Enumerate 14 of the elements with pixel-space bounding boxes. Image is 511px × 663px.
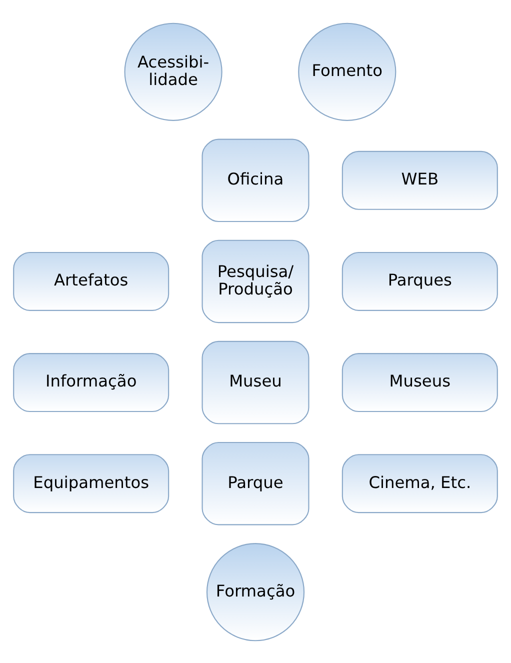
node-box: WEB [342, 150, 498, 210]
node-circle: Acessibi- lidade [124, 22, 222, 120]
node-box: Cinema, Etc. [342, 454, 498, 513]
node-box: Museus [342, 352, 498, 412]
node-box: Equipamentos [13, 454, 170, 513]
node-circle: Formação [206, 542, 305, 641]
node-box: Museu [202, 340, 310, 424]
node-box: Parques [342, 251, 498, 310]
node-box: Parque [202, 441, 310, 525]
node-circle: Fomento [298, 22, 396, 120]
node-box: Artefatos [13, 251, 170, 310]
node-box: Oficina [202, 138, 310, 222]
node-box: Pesquisa/ Produção [202, 239, 310, 323]
node-box: Informação [13, 352, 170, 412]
